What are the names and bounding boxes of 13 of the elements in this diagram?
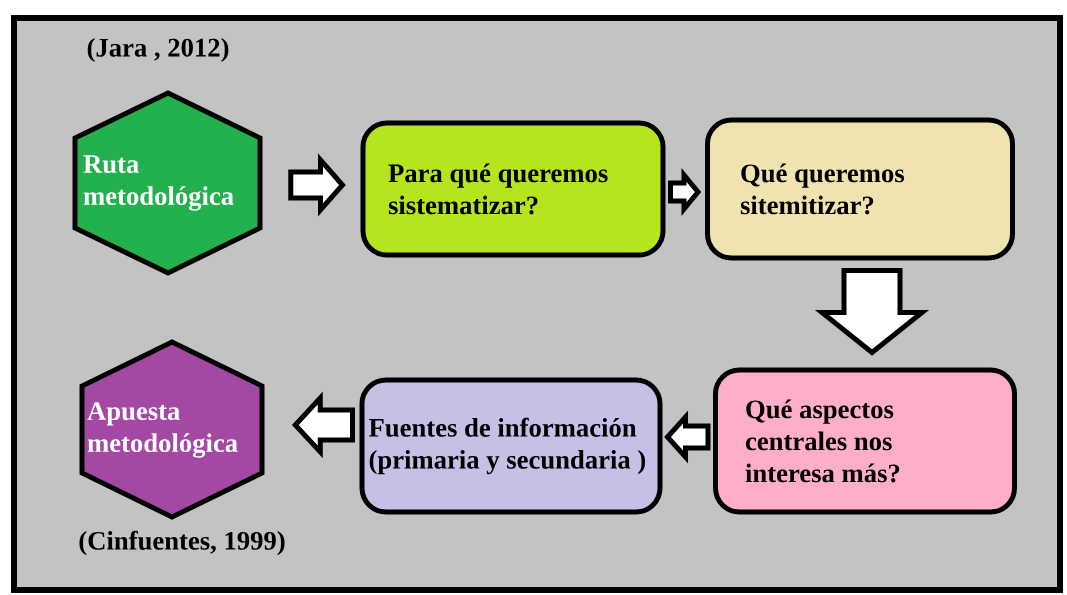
hexagon: Apuesta metodológica: [79, 339, 265, 520]
hexagon: Ruta metodológica: [72, 90, 263, 276]
process-box: Qué queremos sitemitizar?: [705, 117, 1015, 261]
block-arrow: [291, 391, 355, 459]
block-arrow: [664, 410, 711, 464]
process-box: Fuentes de información (primaria y secundaria ): [359, 377, 663, 515]
block-arrow: [288, 153, 346, 217]
block-arrow: [668, 168, 702, 216]
process-box: Para qué queremos sistematizar?: [360, 120, 666, 258]
process-box: Qué aspectos centrales nos interesa más?: [713, 367, 1017, 515]
citation-text: (Jara , 2012): [87, 37, 229, 63]
citation-text: (Cinfuentes, 1999): [79, 530, 285, 556]
block-arrow: [814, 268, 930, 356]
